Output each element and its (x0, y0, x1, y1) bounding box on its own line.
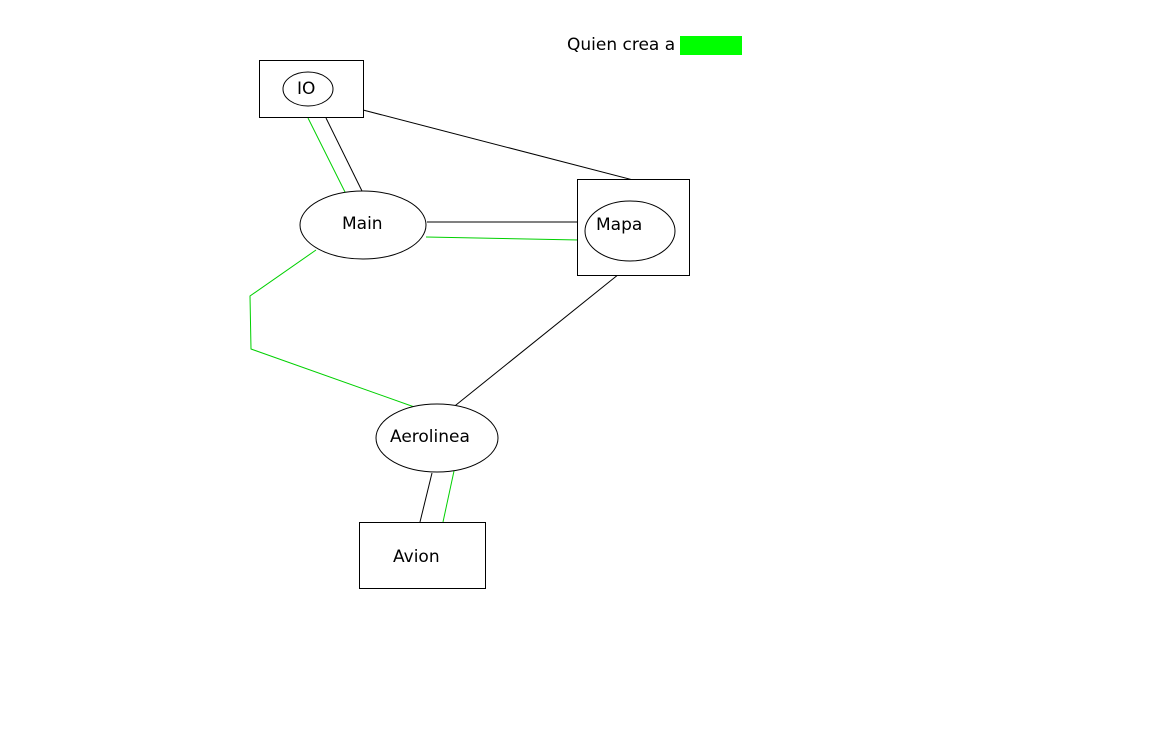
node-avion: Avion (359, 522, 486, 589)
legend-text: Quien crea a (567, 35, 676, 55)
edge-main-aerolinea-creation (249, 249, 421, 410)
io-label: IO (297, 79, 315, 99)
avion-box (359, 522, 486, 589)
edge-aerolinea-avion-creation (442, 470, 455, 523)
edge-main-mapa-creation (425, 236, 580, 241)
edges (249, 109, 638, 523)
node-mapa: Mapa (577, 179, 690, 276)
edge-io-main-creation (307, 117, 348, 197)
mapa-label: Mapa (596, 215, 642, 235)
edge-io-main-association (325, 117, 363, 192)
legend: Quien crea a (567, 34, 743, 56)
node-aerolinea: Aerolinea (375, 403, 499, 473)
node-main: Main (299, 190, 427, 260)
edge-aerolinea-avion-association (419, 472, 433, 523)
aerolinea-label: Aerolinea (390, 427, 470, 447)
main-label: Main (342, 214, 383, 234)
edge-mapa-aerolinea-association (450, 273, 620, 410)
avion-label: Avion (393, 547, 440, 567)
edge-io-mapa-association (362, 109, 638, 182)
legend-color-swatch (680, 35, 743, 55)
io-box (259, 60, 364, 118)
aerolinea-ellipse (375, 403, 499, 473)
mapa-ellipse (584, 200, 676, 262)
io-ellipse (282, 71, 334, 107)
node-io: IO (259, 60, 364, 118)
main-ellipse (299, 190, 427, 260)
